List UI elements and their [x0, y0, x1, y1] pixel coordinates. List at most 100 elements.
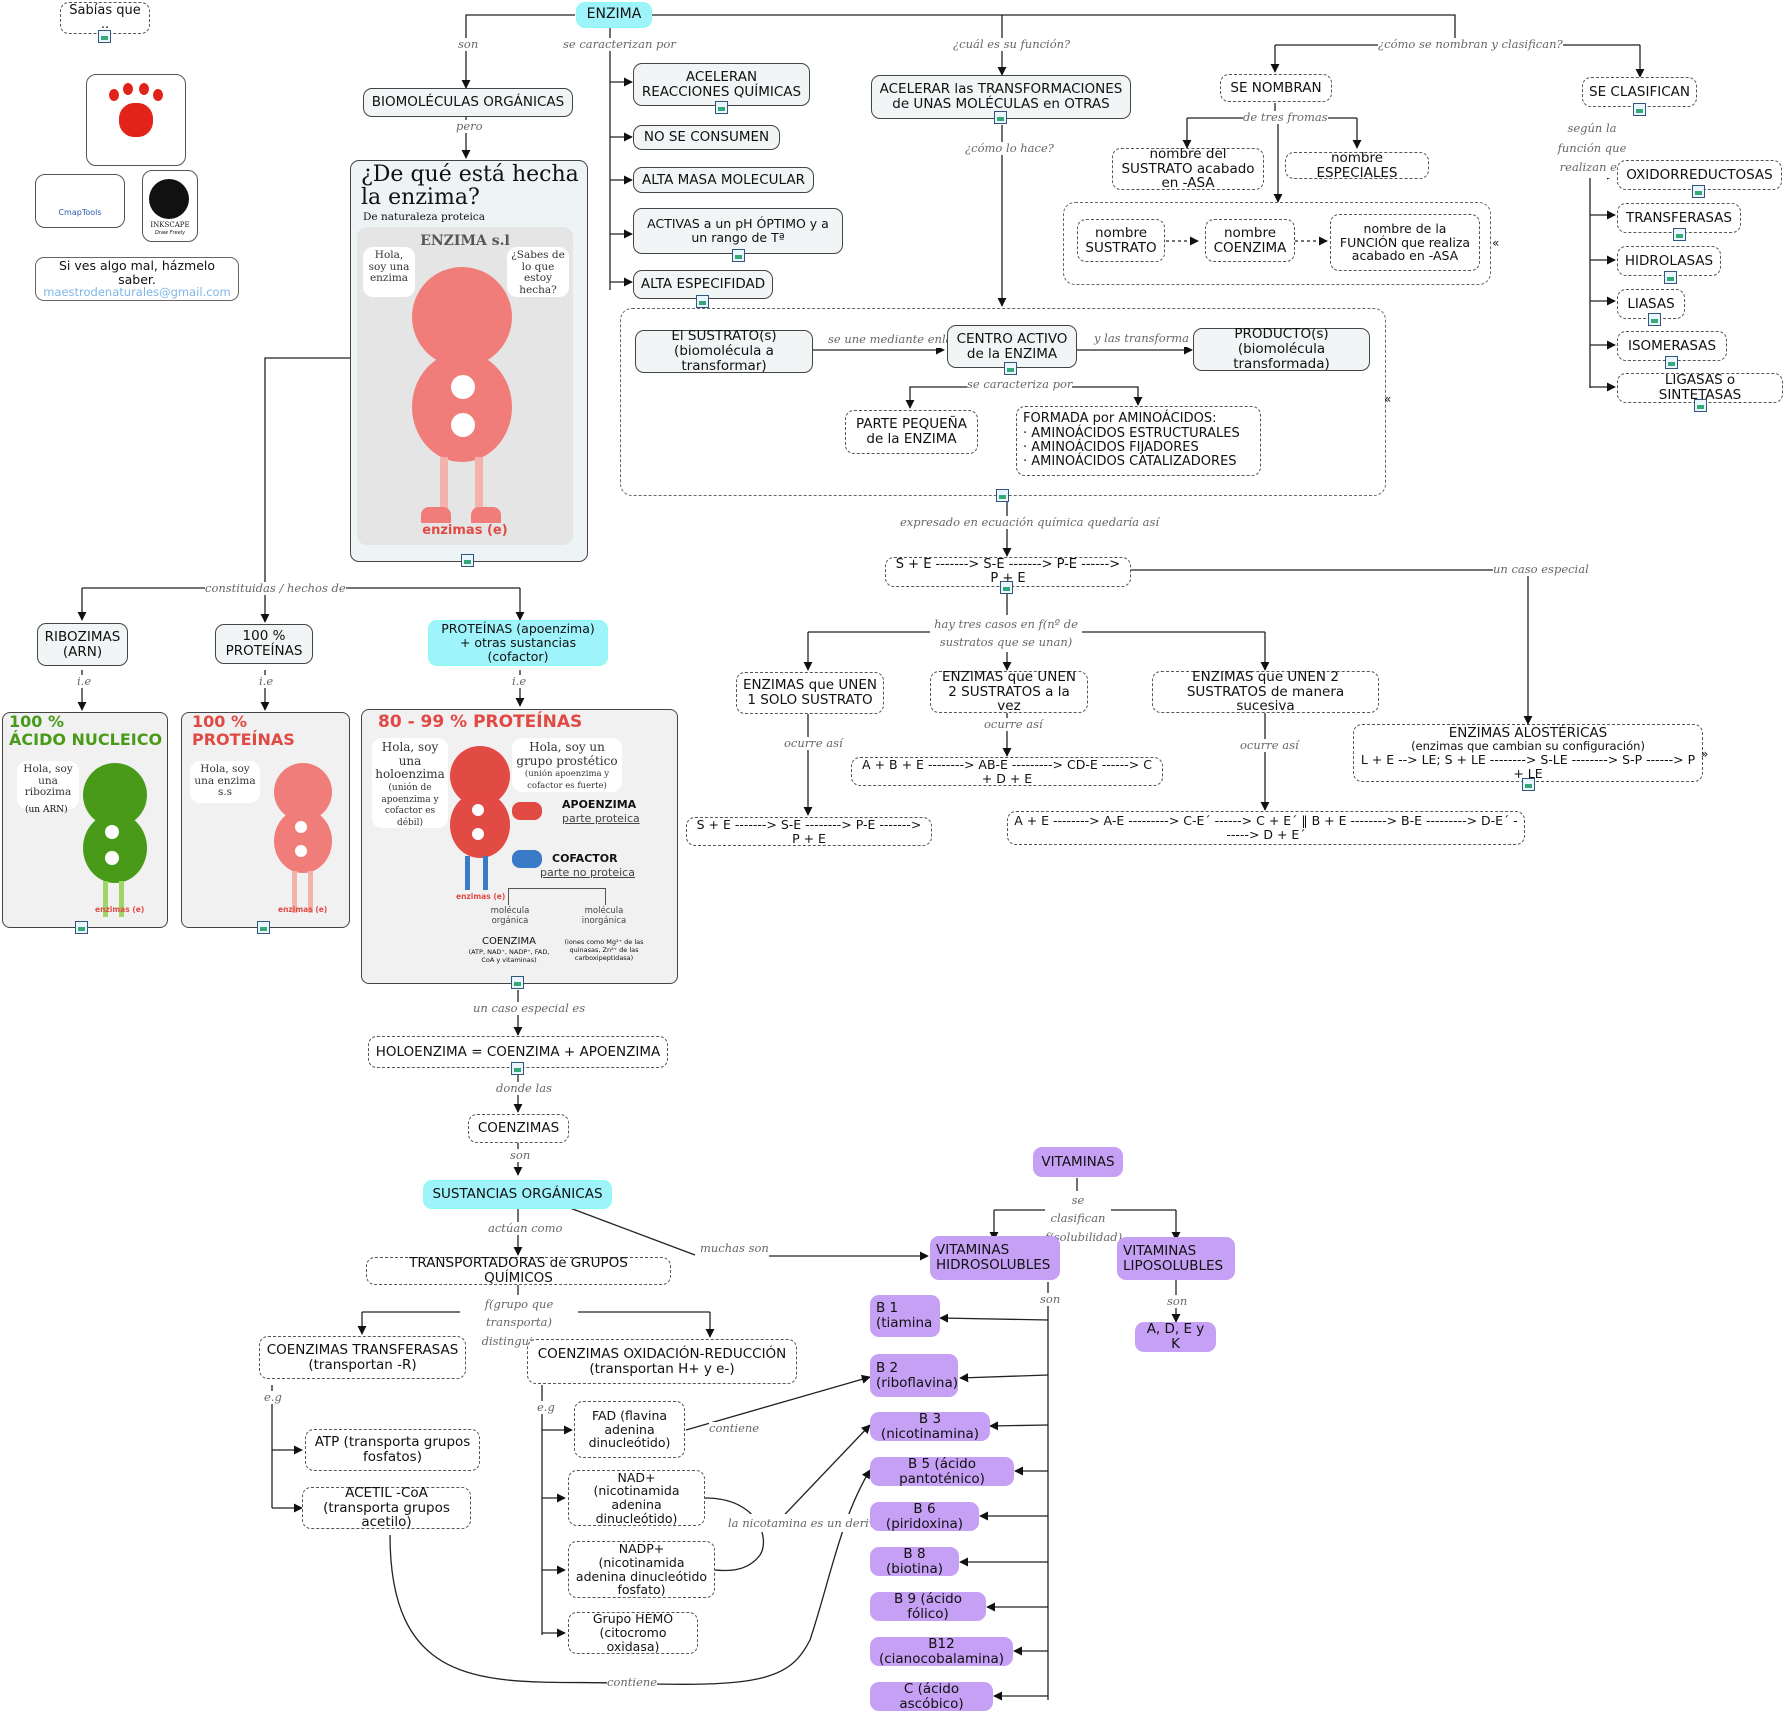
- image-icon[interactable]: [98, 30, 111, 43]
- aceleran-node[interactable]: ACELERAN REACCIONES QUÍMICAS: [633, 63, 810, 106]
- ribozimas-node[interactable]: RIBOZIMAS (ARN): [37, 623, 128, 666]
- dos-sustratos-vez-node[interactable]: ENZIMAS que UNEN 2 SUSTRATOS a la vez: [930, 669, 1088, 714]
- dos-sustratos-sucesiva-node[interactable]: ENZIMAS que UNEN 2 SUSTRATOS de manera s…: [1152, 669, 1379, 714]
- fad-node[interactable]: FAD (flavina adenina dinucleótido): [574, 1401, 685, 1458]
- co-transferasas-node[interactable]: COENZIMAS TRANSFERASAS (transportan -R): [259, 1336, 466, 1379]
- image-icon[interactable]: [1004, 362, 1017, 375]
- image-icon[interactable]: [1692, 185, 1705, 198]
- eq-dos-label: A + B + E --------> AB-E ---------> CD-E…: [862, 756, 1152, 786]
- b3-node[interactable]: B 3 (nicotinamina): [870, 1411, 990, 1441]
- solo-sustrato-label: ENZIMAS que UNEN 1 SOLO SUSTRATO: [743, 677, 877, 708]
- sustrato-node[interactable]: El SUSTRATO(s) (biomolécula a transforma…: [635, 329, 813, 373]
- biomoleculas-node[interactable]: BIOMOLÉCULAS ORGÁNICAS: [363, 88, 573, 117]
- formada-node[interactable]: FORMADA por AMINOÁCIDOS: · AMINOÁCIDOS E…: [1016, 406, 1261, 476]
- transferasas-label: TRANSFERASAS: [1626, 209, 1732, 226]
- co-oxred-node[interactable]: COENZIMAS OXIDACIÓN-REDUCCIÓN (transport…: [527, 1339, 797, 1384]
- image-icon[interactable]: [715, 101, 728, 114]
- nadp-node[interactable]: NADP+ (nicotinamida adenina dinucleótido…: [568, 1541, 715, 1598]
- image-icon[interactable]: [1664, 271, 1677, 284]
- hemo-node[interactable]: Grupo HEMO (citocromo oxidasa): [568, 1612, 698, 1654]
- parte-pequena-node[interactable]: PARTE PEQUEÑA de la ENZIMA: [845, 410, 978, 454]
- b6-node[interactable]: B 6 (piridoxina): [870, 1501, 979, 1531]
- image-icon[interactable]: [511, 1062, 524, 1075]
- nombre-sustrato-node[interactable]: nombre SUSTRATO: [1077, 219, 1165, 262]
- image-icon[interactable]: [1648, 313, 1661, 326]
- sabias-que-node[interactable]: Sabías que ..: [60, 2, 150, 34]
- enzima-node[interactable]: ENZIMA: [576, 2, 652, 28]
- formada-line: · AMINOÁCIDOS ESTRUCTURALES: [1023, 425, 1240, 441]
- liasas-node[interactable]: LIASAS: [1617, 289, 1685, 319]
- image-icon[interactable]: [1000, 581, 1013, 594]
- contact-email-link[interactable]: maestrodenaturales@gmail.com: [43, 285, 231, 300]
- image-icon[interactable]: [1633, 103, 1646, 116]
- se-clasifican-node[interactable]: SE CLASIFICAN: [1582, 77, 1697, 107]
- image-icon[interactable]: [75, 921, 88, 934]
- image-icon[interactable]: [996, 489, 1009, 502]
- acido-nucleico-panel[interactable]: 100 %ÁCIDO NUCLEICO Hola, soy una ribozi…: [2, 712, 168, 928]
- aceleran-label: ACELERAN REACCIONES QUÍMICAS: [641, 68, 802, 100]
- link-donde-las: donde las: [496, 1081, 552, 1096]
- cien-proteinas-node[interactable]: 100 % PROTEÍNAS: [215, 624, 313, 664]
- de-que-panel[interactable]: ¿De qué está hecha la enzima? De natural…: [350, 160, 588, 562]
- vitaminas-node[interactable]: VITAMINAS: [1033, 1147, 1123, 1177]
- nombre-funcion-node[interactable]: nombre de la FUNCIÓN que realiza acabado…: [1330, 214, 1480, 271]
- nad-node[interactable]: NAD+ (nicotinamida adenina dinucleótido): [568, 1470, 705, 1526]
- link-son: son: [458, 37, 479, 52]
- ecuacion-node[interactable]: S + E -------> S-E -------> P-E ------> …: [885, 557, 1131, 587]
- centro-activo-node[interactable]: CENTRO ACTIVO de la ENZIMA: [947, 325, 1077, 368]
- image-icon[interactable]: [696, 295, 709, 308]
- b2-node[interactable]: B 2 (riboflavina): [870, 1354, 958, 1397]
- image-icon[interactable]: [461, 554, 474, 567]
- collapse-icon[interactable]: «: [1384, 392, 1392, 406]
- transferasas-node[interactable]: TRANSFERASAS: [1617, 203, 1741, 233]
- image-icon[interactable]: [511, 976, 524, 989]
- eq-solo-node[interactable]: S + E -------> S-E --------> P-E -------…: [686, 817, 932, 846]
- adek-label: A, D, E y K: [1146, 1321, 1205, 1352]
- b1-node[interactable]: B 1 (tiamina: [870, 1295, 940, 1337]
- acetil-node[interactable]: ACETIL -CoA (transporta grupos acetilo): [302, 1485, 471, 1530]
- apoenzima-hand-icon: [512, 802, 542, 820]
- nombre-especiales-node[interactable]: nombre ESPECIALES: [1285, 150, 1429, 180]
- image-icon[interactable]: [257, 921, 270, 934]
- image-icon[interactable]: [1673, 228, 1686, 241]
- activas-node[interactable]: ACTIVAS a un pH ÓPTIMO y a un rango de T…: [633, 208, 843, 254]
- coenzimas-node[interactable]: COENZIMAS: [468, 1114, 569, 1143]
- ligasas-node[interactable]: LIGASAS o SINTETASAS: [1617, 373, 1783, 403]
- proteinas-cofactor-node[interactable]: PROTEÍNAS (apoenzima) + otras sustancias…: [428, 620, 608, 666]
- image-icon[interactable]: [1694, 399, 1707, 412]
- contact-node[interactable]: Si ves algo mal, házmelo saber. maestrod…: [35, 257, 239, 301]
- image-icon[interactable]: [1665, 356, 1678, 369]
- se-nombran-node[interactable]: SE NOMBRAN: [1220, 74, 1332, 102]
- b9-node[interactable]: B 9 (ácido fólico): [870, 1591, 986, 1621]
- alostericas-node[interactable]: ENZIMAS ALOSTÉRICAS (enzimas que cambian…: [1353, 724, 1703, 782]
- holoenzima-panel[interactable]: 80 - 99 % PROTEÍNAS enzimas (e) Hola, so…: [361, 709, 678, 984]
- atp-node[interactable]: ATP (transporta grupos fosfatos): [305, 1429, 480, 1471]
- transportadoras-node[interactable]: TRANSPORTADORAS de GRUPOS QUÍMICOS: [366, 1256, 671, 1285]
- solo-sustrato-node[interactable]: ENZIMAS que UNEN 1 SOLO SUSTRATO: [736, 672, 884, 714]
- image-icon[interactable]: [1522, 778, 1535, 791]
- no-consumen-node[interactable]: NO SE CONSUMEN: [633, 125, 780, 150]
- hidrolasas-node[interactable]: HIDROLASAS: [1617, 246, 1721, 276]
- adek-node[interactable]: A, D, E y K: [1135, 1322, 1216, 1352]
- eq-sucesiva-node[interactable]: A + E --------> A-E ---------> C-E´ ----…: [1007, 811, 1525, 845]
- link-ie: i.e: [259, 674, 274, 689]
- sustancias-organicas-node[interactable]: SUSTANCIAS ORGÁNICAS: [423, 1180, 612, 1209]
- vit-hidrosolubles-node[interactable]: VITAMINAS HIDROSOLUBLES: [930, 1236, 1060, 1280]
- centro-activo-label: CENTRO ACTIVO de la ENZIMA: [956, 330, 1068, 362]
- vit-liposolubles-node[interactable]: VITAMINAS LIPOSOLUBLES: [1117, 1237, 1235, 1280]
- eq-dos-node[interactable]: A + B + E --------> AB-E ---------> CD-E…: [851, 757, 1163, 786]
- collapse-icon[interactable]: «: [1492, 236, 1500, 250]
- nombre-sustrato-asa-node[interactable]: nombre del SUSTRATO acabado en -ASA: [1112, 146, 1264, 191]
- image-icon[interactable]: [732, 249, 745, 262]
- nombre-coenzima-node[interactable]: nombre COENZIMA: [1205, 219, 1295, 262]
- b5-node[interactable]: B 5 (ácido pantoténico): [870, 1456, 1014, 1486]
- producto-node[interactable]: PRODUCTO(s) (biomolécula transformada): [1193, 327, 1370, 371]
- expand-icon[interactable]: »: [1701, 747, 1709, 761]
- alta-masa-node[interactable]: ALTA MASA MOLECULAR: [633, 167, 814, 193]
- note-icon[interactable]: [994, 111, 1007, 124]
- c-node[interactable]: C (ácido ascóbico): [870, 1681, 993, 1711]
- nombres-group[interactable]: [1063, 202, 1491, 285]
- b12-node[interactable]: B12 (cianocobalamina): [870, 1636, 1013, 1666]
- proteinas-panel[interactable]: 100 %PROTEÍNAS Hola, soy una enzima s.s …: [181, 712, 350, 928]
- b8-node[interactable]: B 8 (biotina): [870, 1546, 959, 1576]
